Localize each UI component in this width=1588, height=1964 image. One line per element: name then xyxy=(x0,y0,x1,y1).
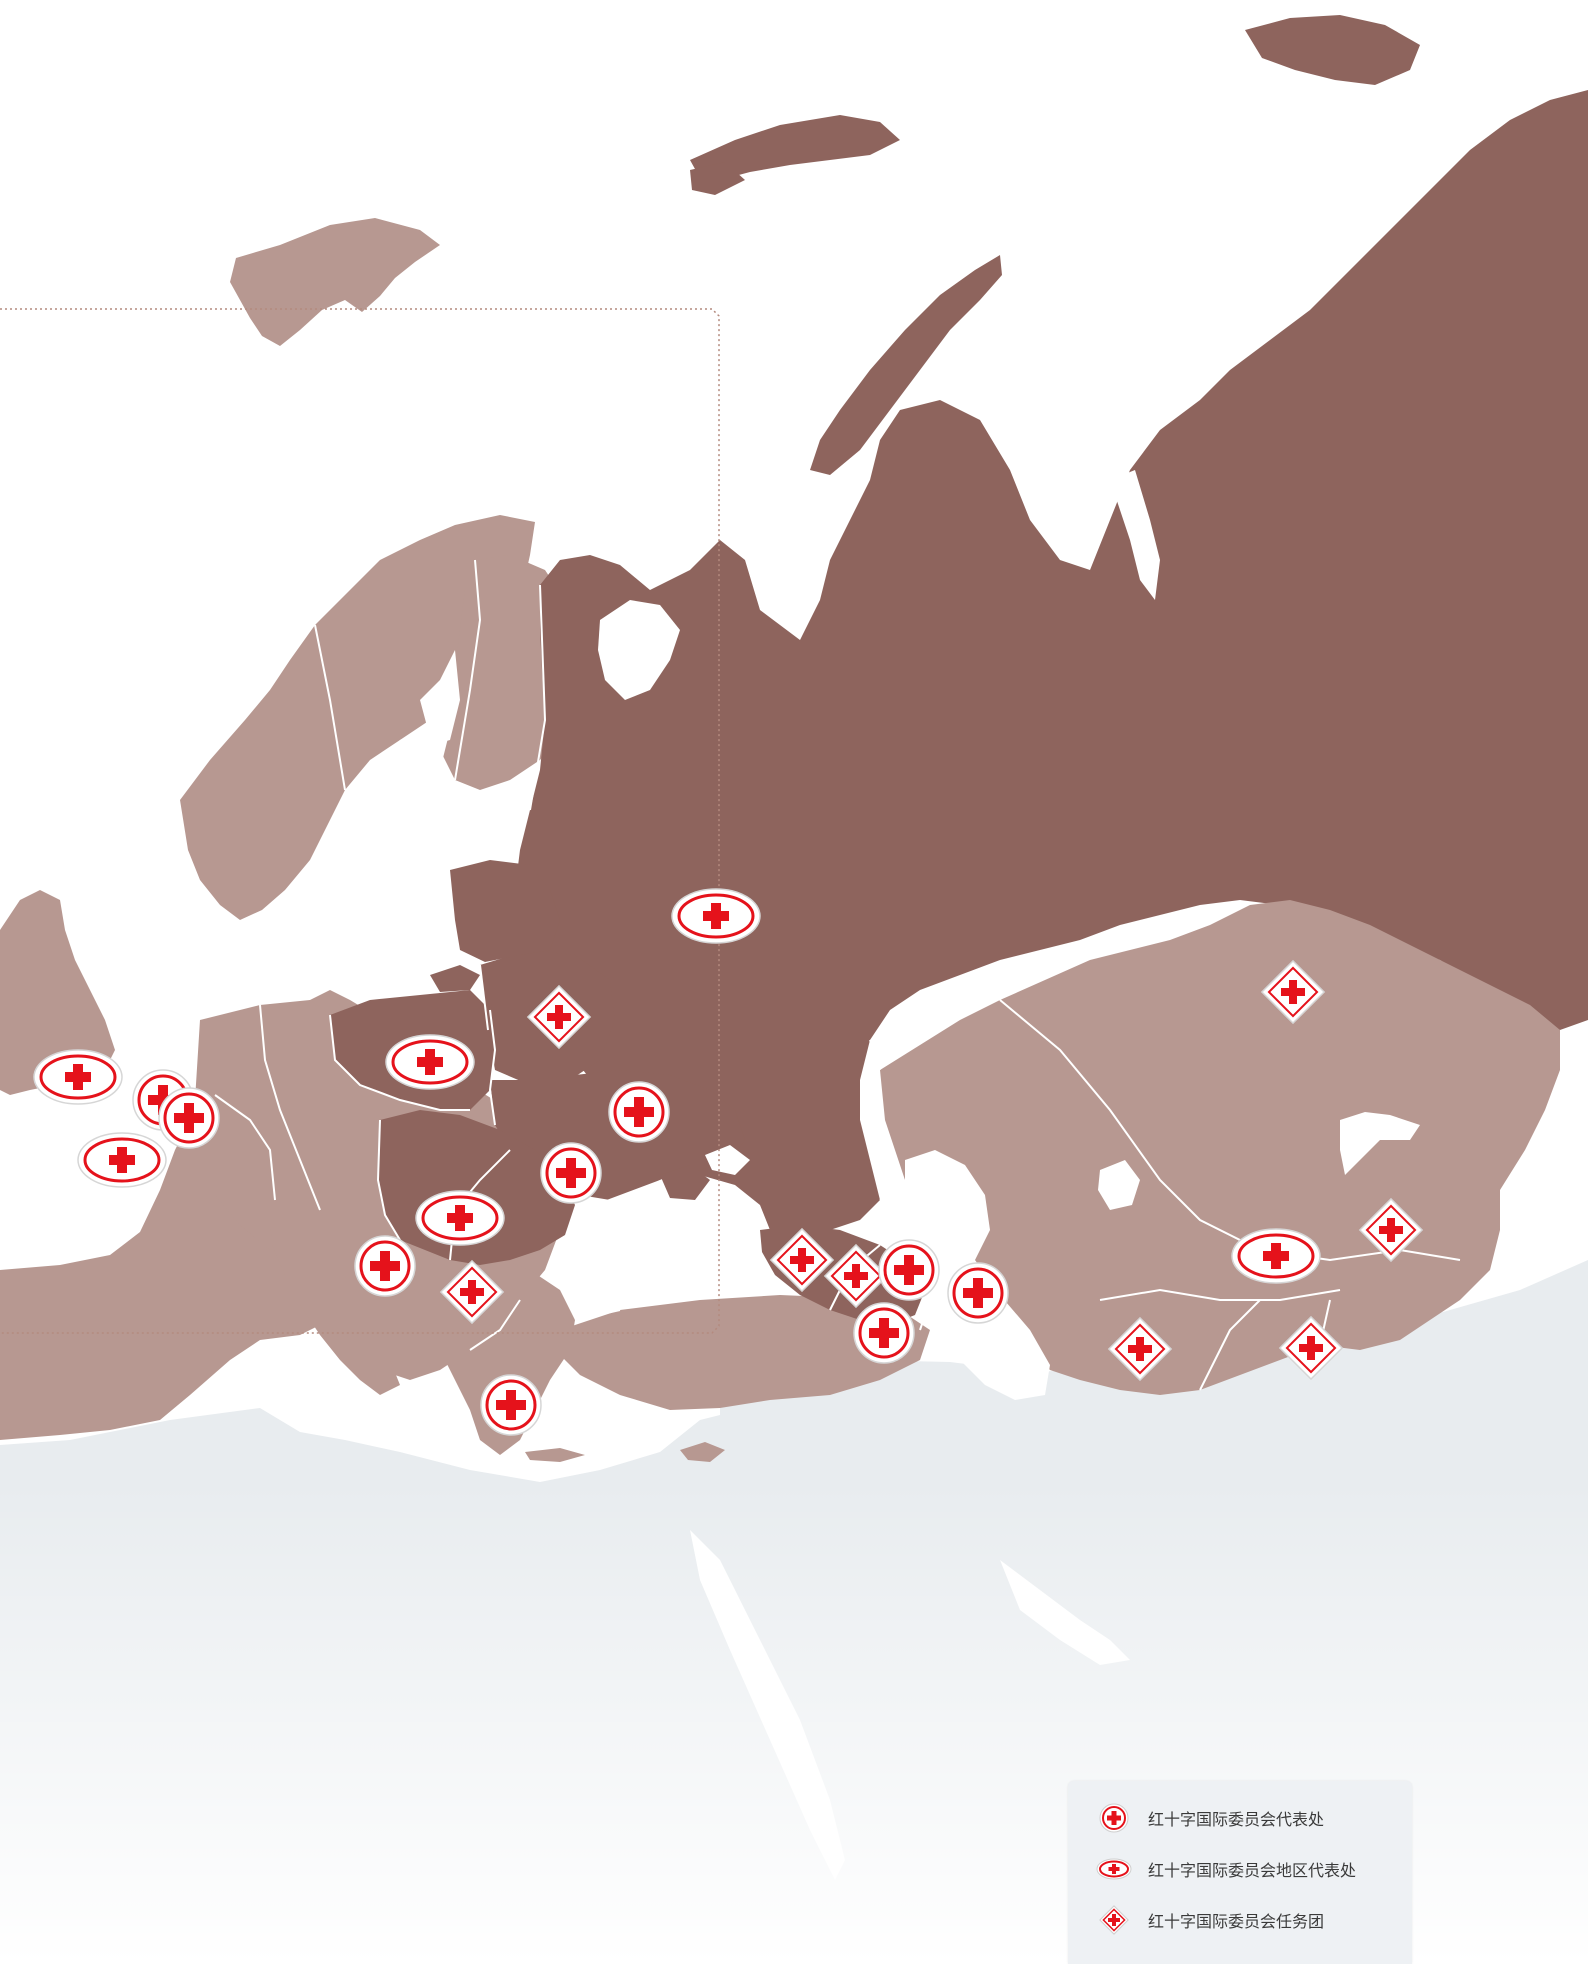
cyprus xyxy=(680,1442,725,1462)
turkmenistan-mission-marker[interactable] xyxy=(1107,1316,1173,1382)
azerbaijan-delegation-marker[interactable] xyxy=(947,1262,1009,1324)
georgia-mission-marker[interactable] xyxy=(769,1227,835,1293)
armenia-delegation-marker[interactable] xyxy=(853,1302,915,1364)
icrc-regional-delegation-icon xyxy=(1094,1854,1134,1884)
gulf-of-bothnia xyxy=(420,650,460,745)
severnaya-zemlya xyxy=(1245,15,1420,85)
lake-balkhash xyxy=(1340,1112,1420,1175)
legend-label-mission: 红十字国际委员会任务团 xyxy=(1148,1912,1325,1931)
legend-panel: 红十字国际委员会代表处 红十字国际委员会地区代表处 xyxy=(1068,1781,1412,1964)
crimea xyxy=(660,1165,710,1200)
armenia-mission-marker[interactable] xyxy=(823,1243,889,1309)
russia xyxy=(515,90,1588,1250)
budapest-regional-delegation-marker[interactable] xyxy=(415,1190,505,1246)
legend-item-delegation: 红十字国际委员会代表处 xyxy=(1094,1803,1324,1833)
marker-layer xyxy=(33,888,1424,1436)
black-sea xyxy=(575,1175,770,1285)
middle-east-landmass xyxy=(720,1260,1588,1480)
legend-item-regional-delegation: 红十字国际委员会地区代表处 xyxy=(1094,1854,1356,1884)
kosovo-mission-marker[interactable] xyxy=(439,1259,505,1325)
turkey xyxy=(560,1295,930,1410)
legend-label-delegation: 红十字国际委员会代表处 xyxy=(1148,1810,1325,1829)
tajikistan-mission-marker[interactable] xyxy=(1278,1315,1344,1381)
ireland xyxy=(0,985,20,1035)
kazakhstan-mission-marker[interactable] xyxy=(1260,959,1326,1025)
paris-regional-delegation-marker[interactable] xyxy=(77,1132,167,1188)
white-sea xyxy=(598,600,680,700)
novaya-zemlya xyxy=(810,255,1002,475)
scandinavia xyxy=(180,515,535,920)
greece-delegation-marker[interactable] xyxy=(480,1374,542,1436)
georgia-delegation-marker[interactable] xyxy=(878,1239,940,1301)
crete xyxy=(525,1448,585,1462)
poland-regional-delegation-marker[interactable] xyxy=(385,1034,475,1090)
uzbekistan-regional-delegation-marker[interactable] xyxy=(1231,1228,1321,1284)
belarus-mission-marker[interactable] xyxy=(526,984,592,1050)
bosnia-delegation-marker[interactable] xyxy=(354,1235,416,1297)
london-regional-delegation-marker[interactable] xyxy=(33,1049,123,1105)
sea-of-azov xyxy=(705,1145,750,1175)
icrc-mission-icon xyxy=(1094,1905,1134,1935)
legend-label-regional-delegation: 红十字国际委员会地区代表处 xyxy=(1148,1861,1357,1880)
region-frame xyxy=(0,308,720,1334)
baltic-sea xyxy=(345,720,450,915)
franz-josef-land xyxy=(690,115,900,180)
svalbard xyxy=(230,218,440,346)
brussels-delegation-2-marker[interactable] xyxy=(158,1087,220,1149)
moscow-regional-delegation-marker[interactable] xyxy=(671,888,761,944)
italy xyxy=(270,1220,400,1395)
legend-item-mission: 红十字国际委员会任务团 xyxy=(1094,1905,1324,1935)
ukraine-delegation-marker[interactable] xyxy=(608,1081,670,1143)
country-borders xyxy=(214,559,1461,1391)
icrc-delegation-icon xyxy=(1094,1803,1134,1833)
franz-josef-west xyxy=(690,162,745,195)
central-asia xyxy=(880,900,1560,1395)
aral-sea xyxy=(1098,1160,1140,1210)
great-britain xyxy=(0,890,115,1095)
moldova-delegation-marker[interactable] xyxy=(540,1142,602,1204)
kaliningrad xyxy=(430,965,480,992)
kyrgyzstan-mission-marker[interactable] xyxy=(1358,1197,1424,1263)
ob-gulf xyxy=(1110,470,1160,600)
baltic-states xyxy=(450,860,560,962)
